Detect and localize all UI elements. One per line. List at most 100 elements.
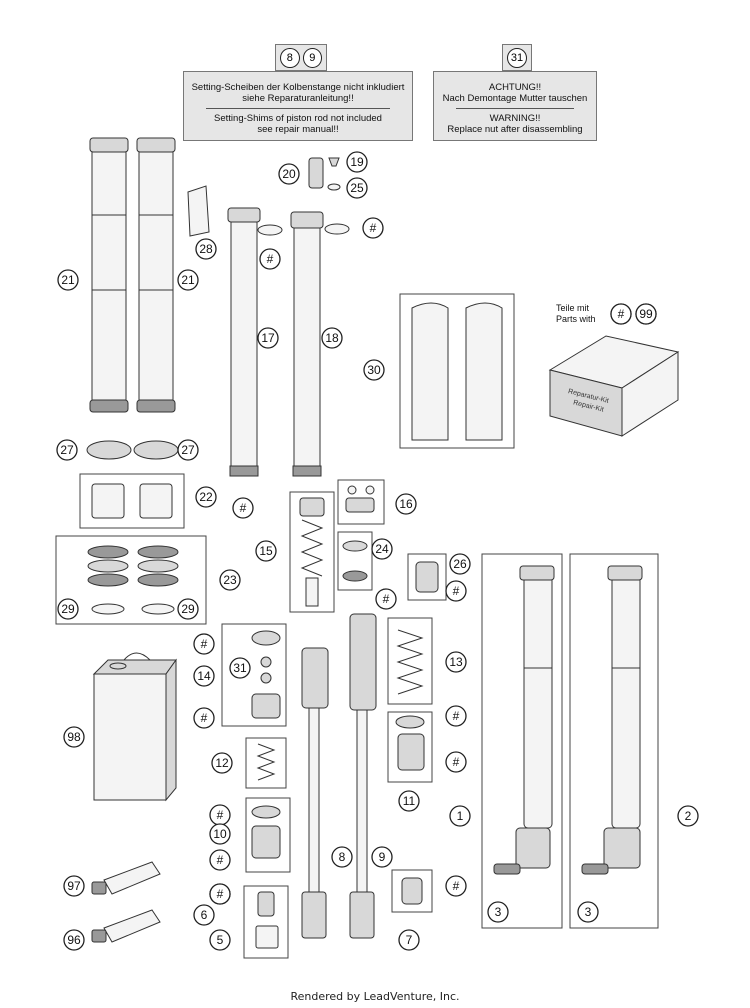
fork-box-1	[481, 553, 563, 929]
seal-stack-left	[87, 545, 129, 615]
callout-label: 2	[685, 809, 692, 823]
callout-label: 13	[449, 655, 463, 669]
callout-18-12: 18	[321, 327, 343, 349]
note-tabs-8-9: 8 9	[275, 44, 327, 71]
callout-label: 28	[199, 242, 213, 256]
fork-guard-right	[465, 302, 503, 441]
callout-label: 1	[457, 809, 464, 823]
callout-label: 98	[67, 730, 81, 744]
callout-2-41: 2	[677, 805, 699, 827]
grease-tube-97	[91, 861, 161, 895]
callout-label: 31	[233, 661, 247, 675]
note-nut-de-1: ACHTUNG!!	[488, 82, 542, 93]
callout-label: 15	[259, 544, 273, 558]
note-nut-warning: ACHTUNG!! Nach Demontage Mutter tauschen…	[433, 71, 597, 141]
piston-14-bottom	[251, 693, 281, 719]
callout-label: 19	[350, 155, 364, 169]
valve-11	[397, 733, 425, 771]
nut-31a	[260, 656, 272, 668]
note-nut-en-2: Replace nut after disassembling	[447, 124, 583, 135]
fork-guard-left	[411, 302, 449, 441]
callout-label: 27	[60, 443, 74, 457]
ring-11	[395, 715, 425, 729]
box-24	[337, 531, 373, 591]
callout-hash-7: #	[362, 217, 384, 239]
parts-with-callout-label: #	[618, 307, 625, 321]
callout-label: 21	[61, 273, 75, 287]
callout-label: 29	[61, 602, 75, 616]
callout-27-17: 27	[177, 439, 199, 461]
callout-label: #	[217, 853, 224, 867]
outer-tube-left	[89, 137, 129, 413]
callout-label: 7	[406, 933, 413, 947]
box-6	[243, 885, 289, 959]
note-shims-de-2: siehe Reparaturanleitung!!	[242, 93, 354, 104]
seal-stack-right	[137, 545, 179, 615]
callout-12-36: 12	[211, 752, 233, 774]
callout-21-10: 21	[177, 269, 199, 291]
callout-label: 11	[403, 794, 416, 808]
callout-label: #	[240, 501, 247, 515]
callout-10-43: 10	[209, 823, 231, 845]
callout-29-27: 29	[57, 598, 79, 620]
callout-15-21: 15	[255, 540, 277, 562]
callout-6-49: 6	[193, 904, 215, 926]
parts-with-label: Teile mit Parts with	[556, 303, 596, 325]
washer-25	[327, 183, 341, 191]
piston-rod-8	[301, 647, 329, 939]
outer-tube-right	[136, 137, 176, 413]
ring-24	[342, 570, 368, 582]
note-shims-divider	[206, 108, 390, 109]
callout-98-35: 98	[63, 726, 85, 748]
callout-label: 26	[453, 557, 467, 571]
callout-label: 12	[215, 756, 229, 770]
part-5	[255, 925, 279, 949]
box-11	[387, 711, 433, 783]
callout-label: 29	[181, 602, 195, 616]
parts-with-line2: Parts with	[556, 314, 596, 324]
hardware-16	[345, 485, 375, 513]
callout-label: 22	[199, 490, 213, 504]
part-7	[401, 877, 423, 905]
callout-layer: 192025##282121171830#99272722#161524#26#…	[56, 151, 699, 951]
callout-hash-23: #	[375, 588, 397, 610]
callout-23-26: 23	[219, 569, 241, 591]
note-shims-en-2: see repair manual!!	[257, 124, 339, 135]
callout-label: #	[201, 711, 208, 725]
callout-97-47: 97	[63, 875, 85, 897]
callout-1-40: 1	[449, 805, 471, 827]
tab-ref-9: 9	[302, 48, 322, 68]
fork-box-2	[569, 553, 659, 929]
box-15	[289, 491, 335, 613]
valve-6	[257, 891, 275, 917]
parts-with-callout-label: 99	[639, 307, 653, 321]
guide-ring-right	[133, 440, 179, 460]
tab-ref-31: 31	[507, 48, 527, 68]
callout-31-31: 31	[229, 657, 251, 679]
piston-14-top	[251, 630, 281, 646]
callout-29-28: 29	[177, 598, 199, 620]
o-ring-17	[257, 224, 283, 236]
spring-13	[396, 629, 424, 695]
valve-26	[415, 561, 439, 593]
note-shims-de-1: Setting-Scheiben der Kolbenstange nicht …	[191, 82, 405, 93]
box-16	[337, 479, 385, 525]
callout-label: 27	[181, 443, 195, 457]
tab-ref-8: 8	[280, 48, 300, 68]
callout-24-22: 24	[371, 538, 393, 560]
callout-3-55: 3	[577, 901, 599, 923]
callout-label: #	[453, 879, 460, 893]
callout-hash-48: #	[445, 875, 467, 897]
parts-with-callout-1: 99	[635, 303, 657, 325]
box-10	[245, 797, 291, 873]
callout-label: #	[217, 808, 224, 822]
inner-tube-17	[227, 207, 261, 477]
parts-with-callout-0: #	[610, 303, 632, 325]
note-nut-divider	[456, 108, 574, 109]
callout-label: 9	[379, 850, 386, 864]
box-26	[407, 553, 447, 601]
nut-31b	[260, 672, 272, 684]
callout-25-5: 25	[346, 177, 368, 199]
callout-hash-32: #	[193, 707, 215, 729]
